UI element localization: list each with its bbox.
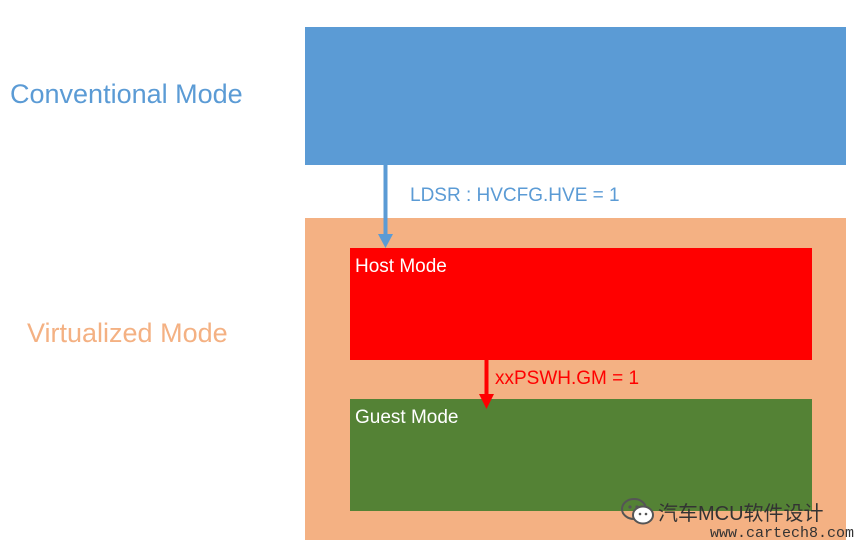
guest-mode-box: Guest Mode bbox=[350, 399, 812, 511]
wechat-icon bbox=[621, 498, 654, 525]
watermark-url: www.cartech8.com bbox=[710, 525, 855, 542]
guest-mode-label: Guest Mode bbox=[355, 407, 459, 428]
enter-virtualized-condition: LDSR : HVCFG.HVE = 1 bbox=[410, 185, 620, 206]
enter-guest-condition: xxPSWH.GM = 1 bbox=[495, 368, 640, 389]
watermark-account-name: 汽车MCU软件设计 bbox=[658, 503, 824, 525]
conventional-mode-label: Conventional Mode bbox=[10, 79, 243, 109]
watermark: 汽车MCU软件设计 www.cartech8.com bbox=[620, 495, 855, 545]
host-mode-label: Host Mode bbox=[355, 256, 447, 277]
conventional-mode-box bbox=[305, 27, 846, 165]
host-mode-box: Host Mode bbox=[350, 248, 812, 360]
virtualized-mode-label: Virtualized Mode bbox=[27, 318, 228, 348]
